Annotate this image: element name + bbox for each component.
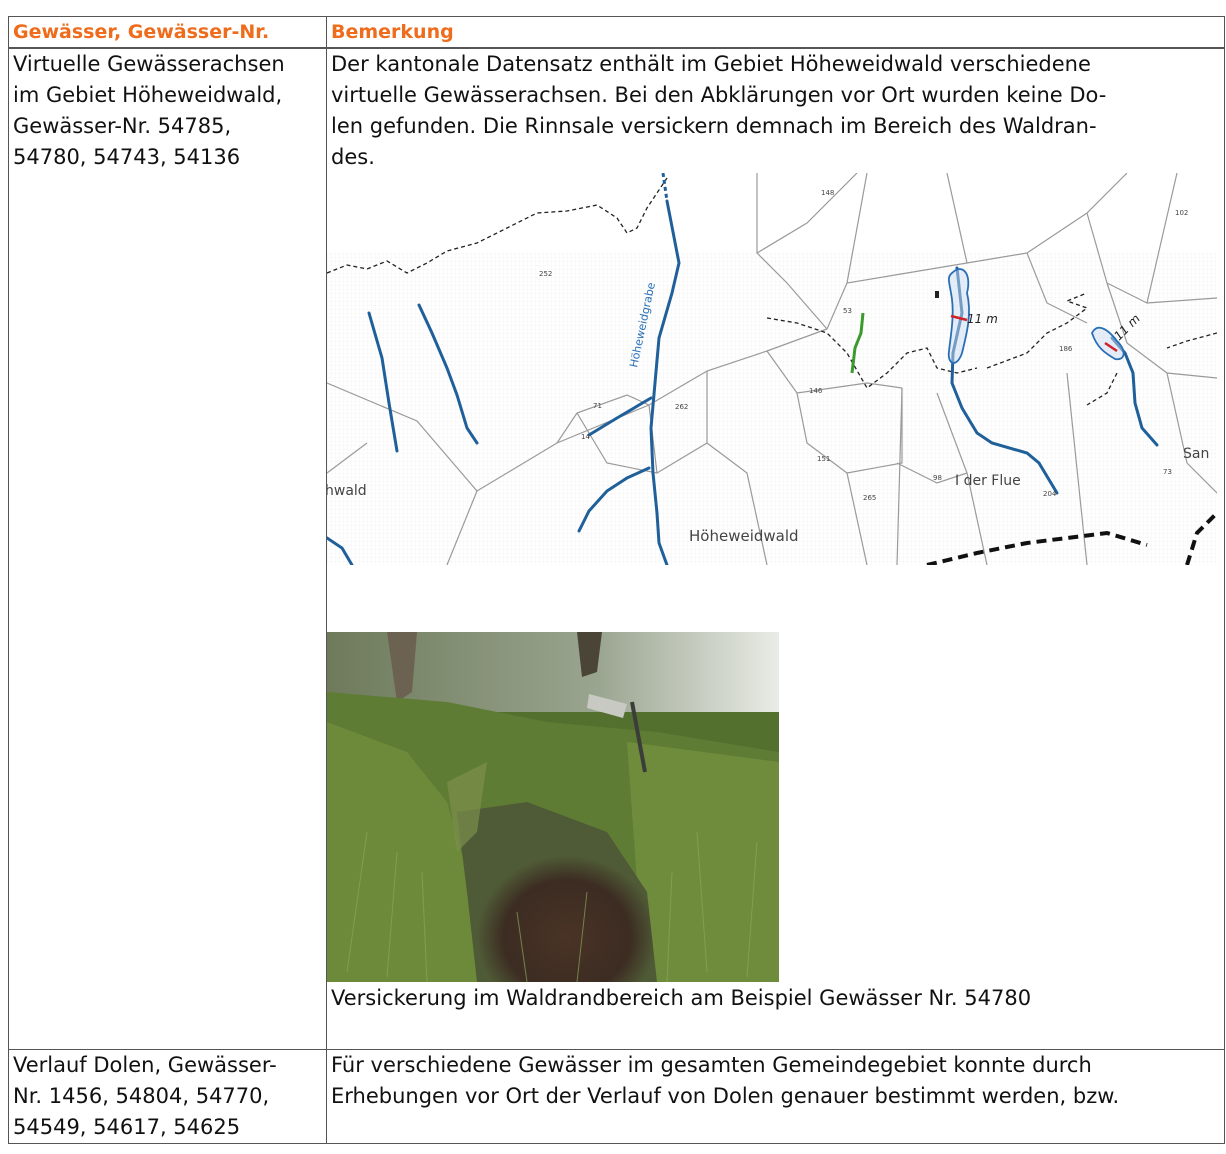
cell-line: Verlauf Dolen, Gewässer- xyxy=(13,1053,277,1077)
parcel-number: 151 xyxy=(817,455,830,463)
place-label-right: San xyxy=(1183,446,1209,462)
parcel-number: 204 xyxy=(1043,490,1057,498)
cell-line: im Gebiet Höheweidwald, xyxy=(13,83,283,107)
parcel-number: 146 xyxy=(809,387,823,395)
remark-line: len gefunden. Die Rinnsale versickern de… xyxy=(331,114,1097,138)
parcel-number: 71 xyxy=(593,402,602,410)
remark-line: des. xyxy=(331,145,375,169)
forest-label: Höheweidwald xyxy=(689,527,799,545)
cell-bemerkung: Der kantonale Datensatz enthält im Gebie… xyxy=(326,47,1225,1050)
header-gewaesser: Gewässer, Gewässer-Nr. xyxy=(8,16,327,49)
cell-line: 54549, 54617, 54625 xyxy=(13,1115,241,1139)
remark-line: virtuelle Gewässerachsen. Bei den Abklär… xyxy=(331,83,1107,107)
table-row: Virtuelle Gewässerachsen im Gebiet Höhew… xyxy=(8,47,1225,1050)
cell-bemerkung: Für verschiedene Gewässer im gesamten Ge… xyxy=(326,1049,1225,1144)
parcel-number: 148 xyxy=(821,189,834,197)
parcel-boundaries xyxy=(327,173,1217,565)
parcel-number: 73 xyxy=(1163,468,1172,476)
table-header-row: Gewässer, Gewässer-Nr. Bemerkung xyxy=(8,16,1225,49)
remark-line: Der kantonale Datensatz enthält im Gebie… xyxy=(331,52,1091,76)
parcel-number: 102 xyxy=(1175,209,1188,217)
cell-line: Nr. 1456, 54804, 54770, xyxy=(13,1084,270,1108)
stream-lines xyxy=(327,199,1159,565)
fence-post xyxy=(630,701,647,773)
parcel-number: 186 xyxy=(1059,345,1073,353)
forest-area xyxy=(327,253,1217,565)
green-axis xyxy=(850,312,865,374)
cell-gewaesser: Verlauf Dolen, Gewässer- Nr. 1456, 54804… xyxy=(8,1049,327,1144)
watercourse-table: Gewässer, Gewässer-Nr. Bemerkung Virtuel… xyxy=(8,16,1225,1144)
photo-versickerung xyxy=(327,632,779,982)
parcel-number: 14 xyxy=(581,433,590,441)
cell-gewaesser: Virtuelle Gewässerachsen im Gebiet Höhew… xyxy=(8,47,327,1050)
parcel-number: 262 xyxy=(675,403,688,411)
cell-line: Virtuelle Gewässerachsen xyxy=(13,52,285,76)
forest-edge xyxy=(327,177,1217,406)
map-hoeheweidwald: Höheweidgrabe Höheweidwald hwald I der F… xyxy=(327,173,1217,565)
mud-patch xyxy=(457,802,657,982)
parcel-number: 265 xyxy=(863,494,876,502)
remark-line: Erhebungen vor Ort der Verlauf von Dolen… xyxy=(331,1084,1120,1108)
place-label: I der Flue xyxy=(955,473,1021,489)
parcel-number: 98 xyxy=(933,474,942,482)
distance-marker xyxy=(950,314,968,322)
parcel-number: 53 xyxy=(843,307,852,315)
cell-line: Gewässer-Nr. 54785, xyxy=(13,114,232,138)
table-row: Verlauf Dolen, Gewässer- Nr. 1456, 54804… xyxy=(8,1049,1225,1144)
forest-label-left: hwald xyxy=(327,483,367,499)
distance-label: 11 m xyxy=(967,312,998,326)
tree-trunk xyxy=(387,632,417,702)
cell-line: 54780, 54743, 54136 xyxy=(13,145,241,169)
remark-line: Für verschiedene Gewässer im gesamten Ge… xyxy=(331,1053,1092,1077)
parcel-number: 252 xyxy=(539,270,552,278)
photo-caption: Versickerung im Waldrandbereich am Beisp… xyxy=(331,986,1032,1010)
header-bemerkung: Bemerkung xyxy=(326,16,1225,49)
